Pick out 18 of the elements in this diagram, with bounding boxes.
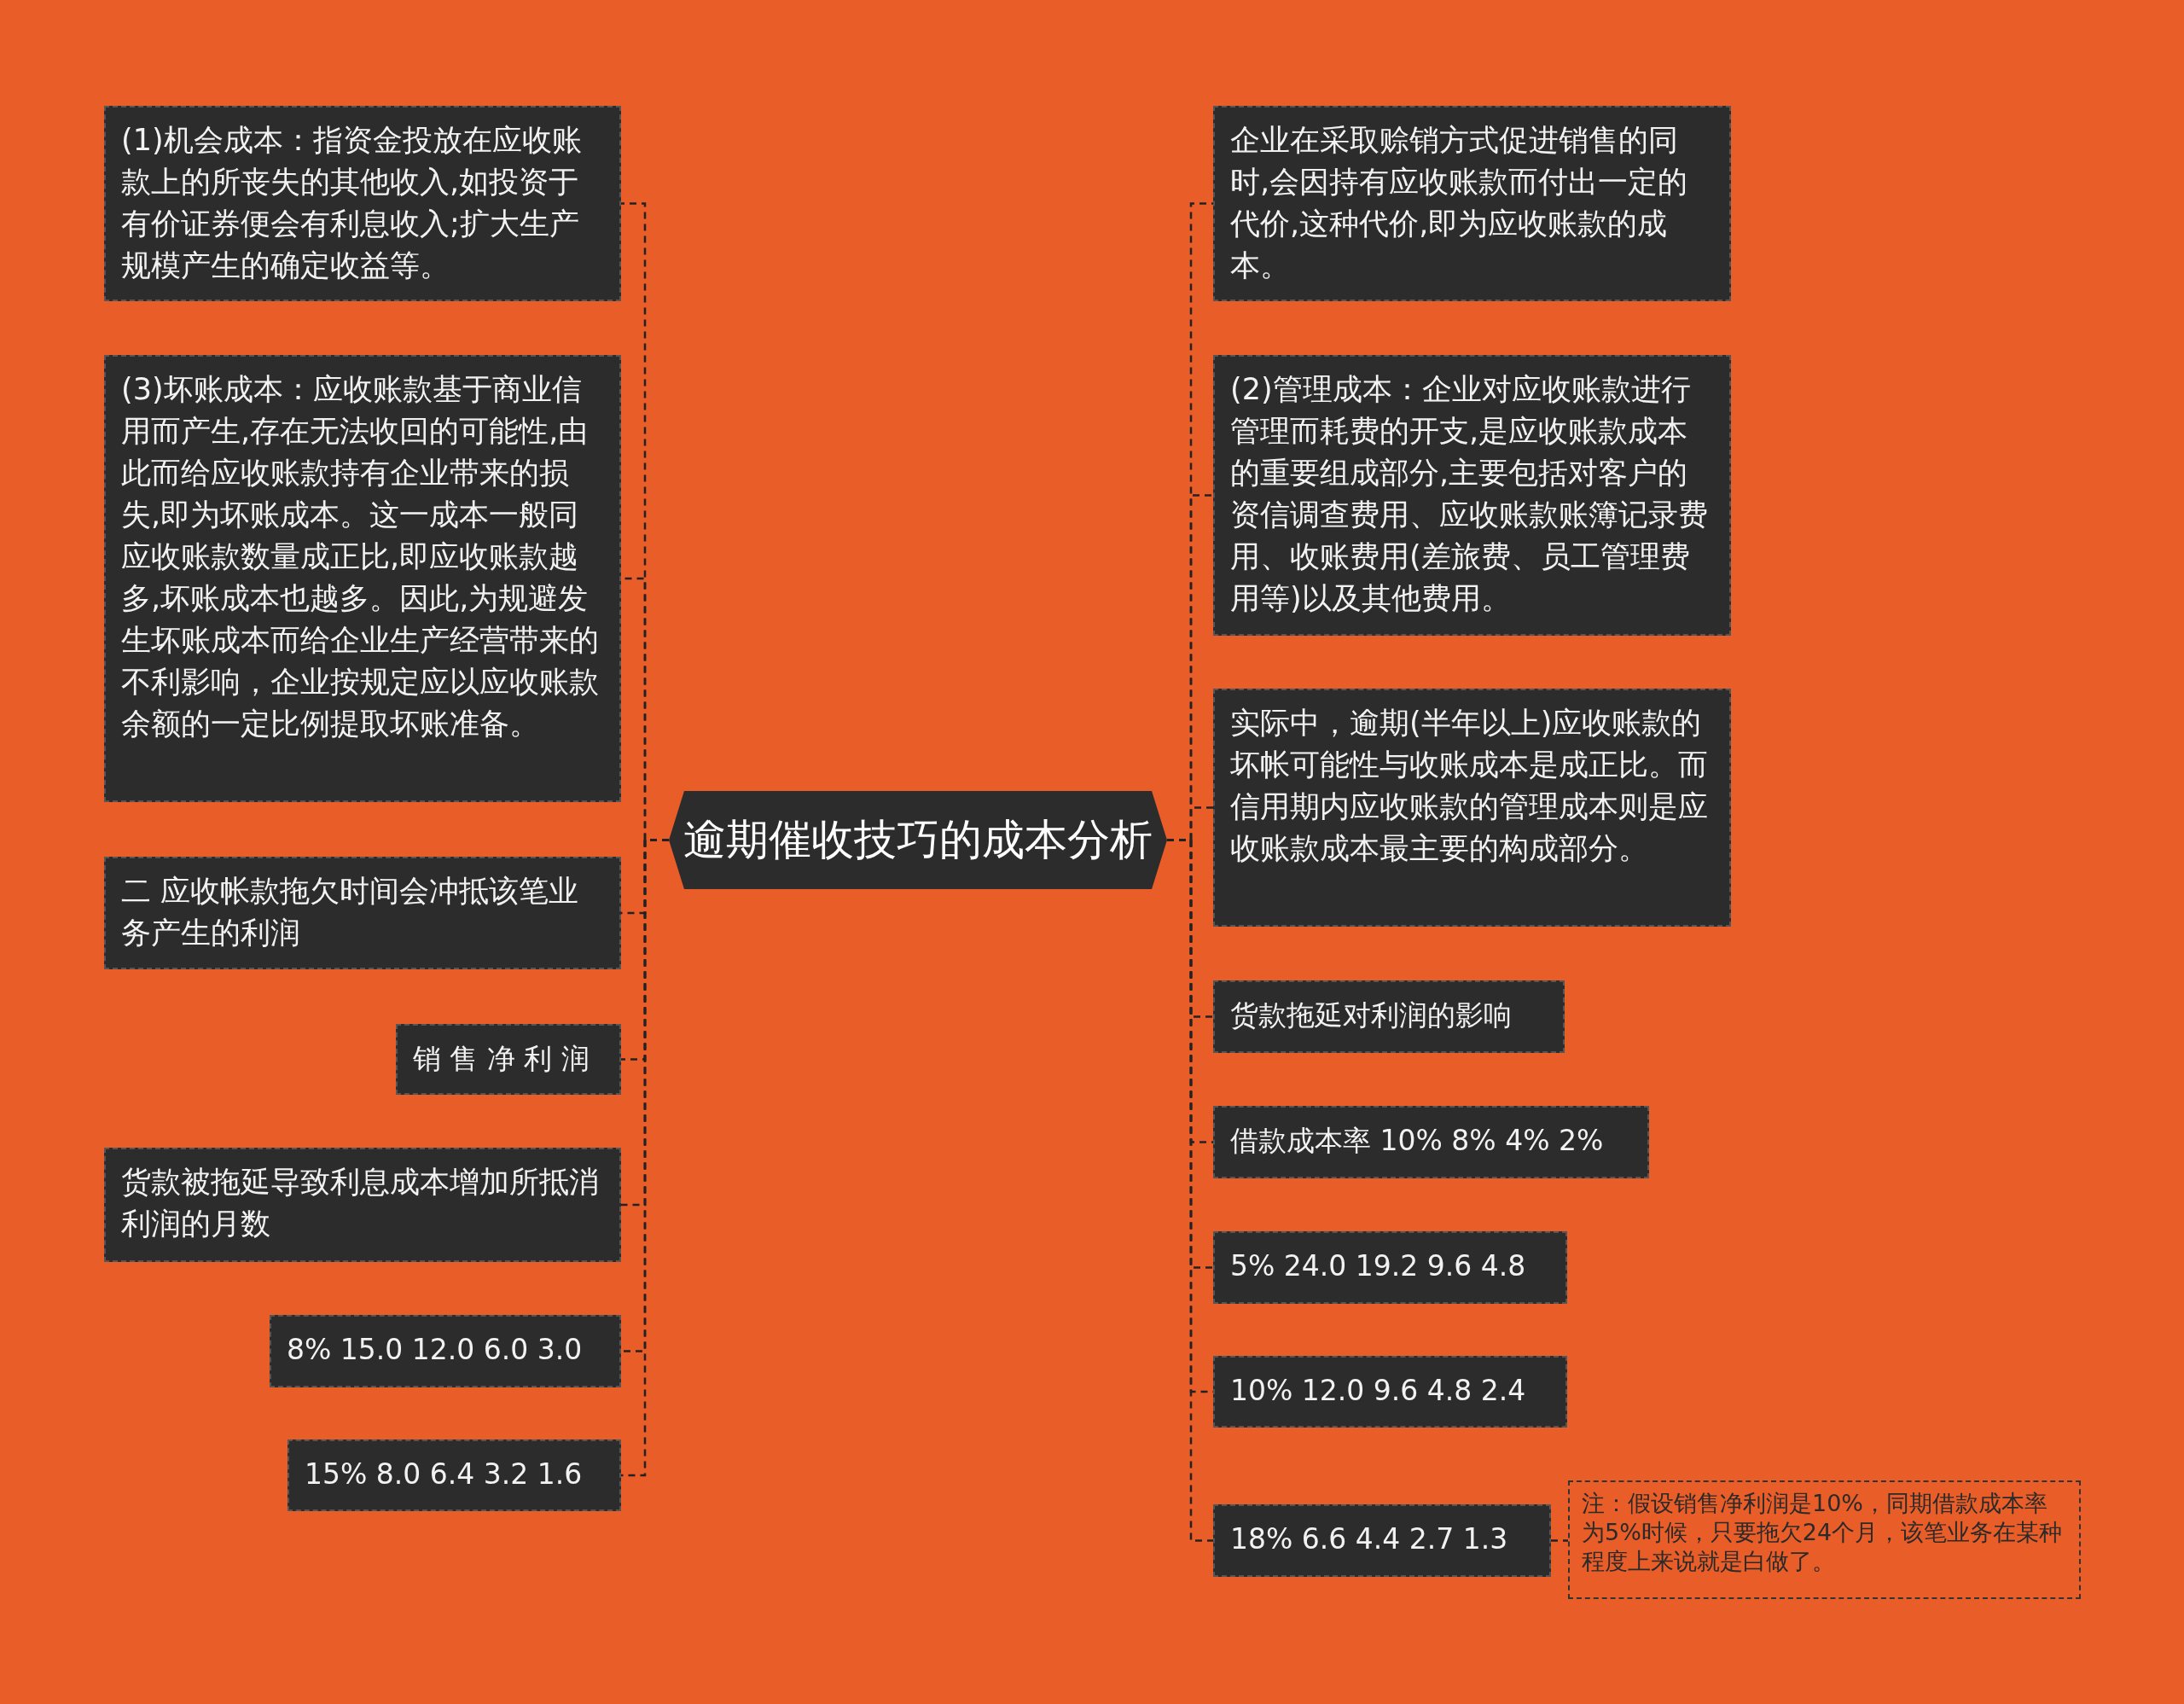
note-box: 注：假设销售净利润是10%，同期借款成本率为5%时候，只要拖欠24个月，该笔业务在某种程度上来说就是白做了。 <box>1568 1480 2081 1599</box>
topic-box: (3)坏账成本：应收账款基于商业信用而产生,存在无法收回的可能性,由此而给应收账款持有企业带来的损失,即为坏账成本。这一成本一般同应收账款数量成正比,即应收账款越多,坏账成本也越多。因此,为规避发生坏账成本而给企业生产经营带来的不利影响，企业按规定应以应收账款余额的一定比例提取坏账准备。 <box>104 355 621 802</box>
topic-box: 借款成本率 10% 8% 4% 2% <box>1213 1106 1649 1178</box>
topic-box: 8% 15.0 12.0 6.0 3.0 <box>270 1315 621 1387</box>
topic-box: 10% 12.0 9.6 4.8 2.4 <box>1213 1356 1567 1428</box>
topic-box: 15% 8.0 6.4 3.2 1.6 <box>288 1439 621 1511</box>
topic-box: (1)机会成本：指资金投放在应收账款上的所丧失的其他收入,如投资于有价证券便会有利息收入;扩大生产规模产生的确定收益等。 <box>104 106 621 301</box>
central-topic: 逾期催收技巧的成本分析 <box>669 791 1167 889</box>
topic-box: 实际中，逾期(半年以上)应收账款的坏帐可能性与收账成本是成正比。而信用期内应收账款的管理成本则是应收账款成本最主要的构成部分。 <box>1213 689 1731 927</box>
topic-box: 二 应收帐款拖欠时间会冲抵该笔业务产生的利润 <box>104 857 621 969</box>
topic-box: 货款被拖延导致利息成本增加所抵消利润的月数 <box>104 1148 621 1262</box>
topic-box: (2)管理成本：企业对应收账款进行管理而耗费的开支,是应收账款成本的重要组成部分,主要包括对客户的资信调查费用、应收账款账簿记录费用、收账费用(差旅费、员工管理费用等)以及其他费用。 <box>1213 355 1731 636</box>
topic-box: 5% 24.0 19.2 9.6 4.8 <box>1213 1231 1567 1304</box>
topic-box: 货款拖延对利润的影响 <box>1213 980 1565 1053</box>
topic-box: 销 售 净 利 润 <box>396 1024 621 1095</box>
connector-line <box>1551 1539 1568 1542</box>
topic-box: 18% 6.6 4.4 2.7 1.3 <box>1213 1504 1551 1577</box>
topic-box: 企业在采取赊销方式促进销售的同时,会因持有应收账款而付出一定的代价,这种代价,即为应收账款的成本。 <box>1213 106 1731 301</box>
